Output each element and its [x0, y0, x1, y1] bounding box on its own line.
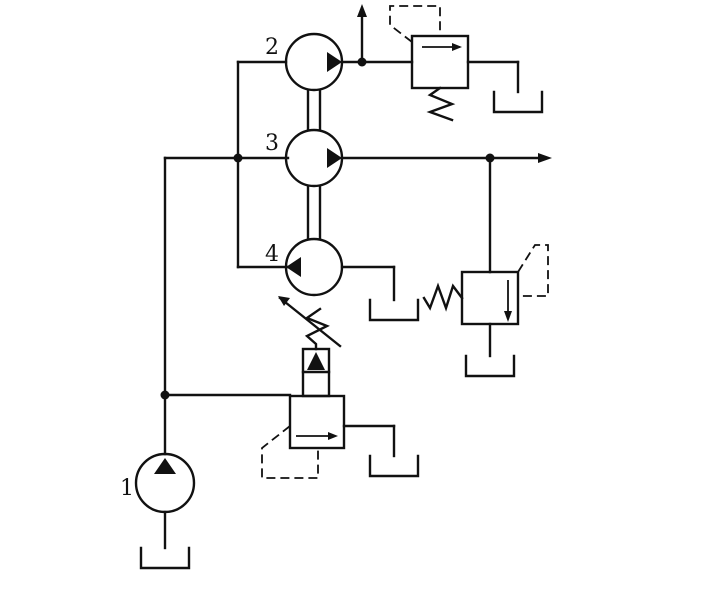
tank-top [492, 90, 544, 114]
label-motor-4: 4 [265, 242, 279, 267]
motor-3 [284, 128, 344, 188]
motor-4 [284, 237, 344, 297]
label-pump: 1 [120, 476, 134, 501]
tank-right [464, 354, 516, 378]
common-shaft [306, 88, 322, 241]
relief-valve-bottom [261, 296, 346, 479]
motor-2 [284, 32, 344, 92]
relief-valve-right [422, 244, 549, 326]
tank-motor4 [368, 298, 420, 322]
tank-bottom [368, 454, 420, 478]
pump-1 [134, 452, 196, 550]
arrow-up-icon [357, 4, 367, 17]
label-motor-3: 3 [265, 131, 279, 156]
label-motor-2: 2 [265, 35, 279, 60]
arrow-right-icon [538, 153, 552, 163]
tank-pump [139, 546, 191, 570]
